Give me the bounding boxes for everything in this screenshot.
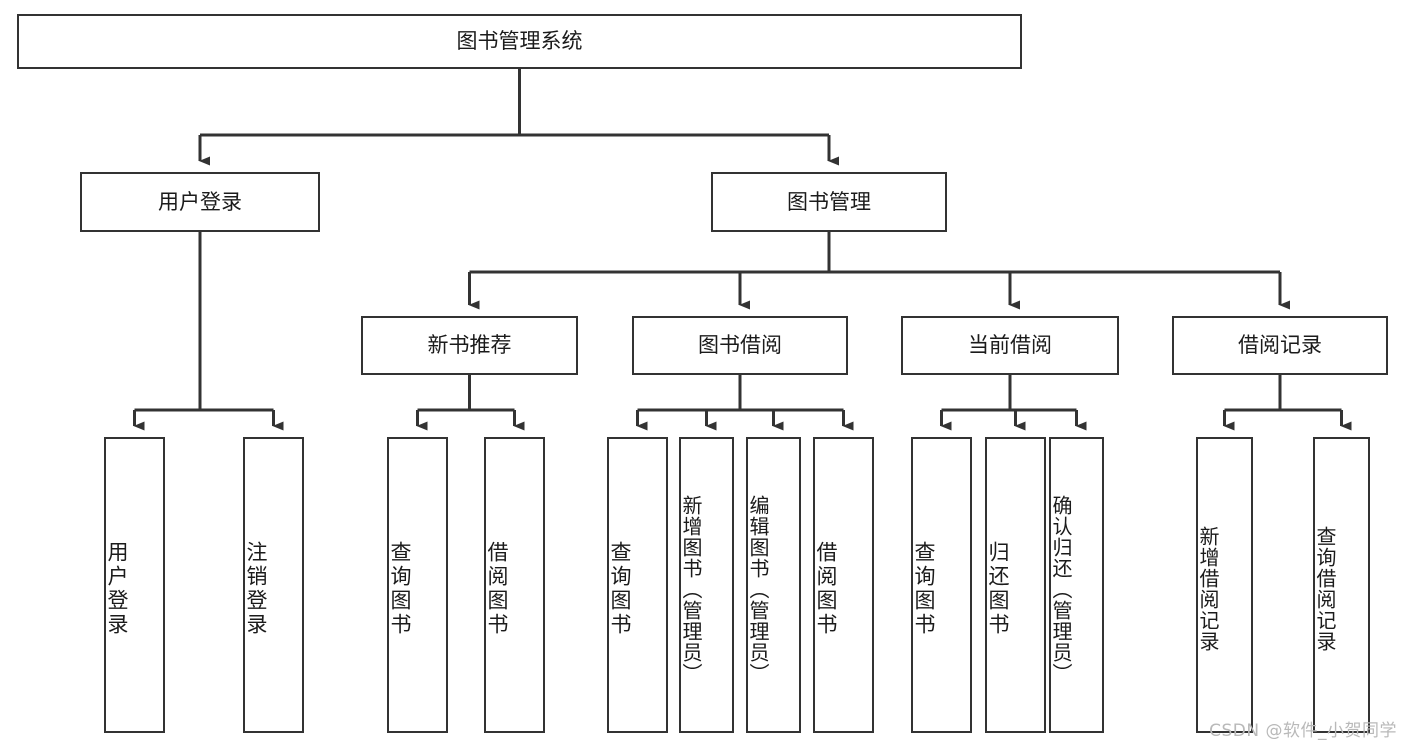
node-leaf-cur-2[interactable]: 归还图书 bbox=[985, 437, 1046, 733]
node-leaf-cur-3[interactable]: 确认归还（管理员） bbox=[1049, 437, 1104, 733]
node-label-bookmgmt: 图书管理 bbox=[787, 189, 871, 214]
node-label-records: 借阅记录 bbox=[1238, 333, 1322, 358]
node-root[interactable]: 图书管理系统 bbox=[17, 14, 1022, 69]
node-label-leaf-cur-3: 确认归还（管理员） bbox=[1049, 494, 1073, 684]
node-label-login: 用户登录 bbox=[158, 189, 242, 214]
node-records[interactable]: 借阅记录 bbox=[1172, 316, 1388, 375]
node-newbook[interactable]: 新书推荐 bbox=[361, 316, 578, 375]
node-bookmgmt[interactable]: 图书管理 bbox=[711, 172, 947, 232]
node-label-leaf-cur-2: 归还图书 bbox=[986, 541, 1010, 637]
node-leaf-borrow-3[interactable]: 编辑图书（管理员） bbox=[746, 437, 801, 733]
node-leaf-login-1[interactable]: 用户登录 bbox=[104, 437, 165, 733]
node-label-leaf-borrow-3: 编辑图书（管理员） bbox=[746, 494, 770, 684]
node-label-root: 图书管理系统 bbox=[456, 29, 583, 54]
node-label-borrow: 图书借阅 bbox=[698, 333, 782, 358]
node-leaf-login-2[interactable]: 注销登录 bbox=[243, 437, 304, 733]
node-label-leaf-new-1: 查询图书 bbox=[388, 541, 412, 637]
node-label-leaf-rec-1: 新增借阅记录 bbox=[1196, 526, 1220, 652]
node-label-leaf-borrow-2: 新增图书（管理员） bbox=[679, 494, 703, 684]
node-leaf-rec-1[interactable]: 新增借阅记录 bbox=[1196, 437, 1253, 733]
node-leaf-rec-2[interactable]: 查询借阅记录 bbox=[1313, 437, 1370, 733]
watermark-text: CSDN @软件_小贺同学 bbox=[1209, 721, 1397, 741]
node-label-leaf-login-2: 注销登录 bbox=[244, 541, 268, 637]
node-borrow[interactable]: 图书借阅 bbox=[632, 316, 848, 375]
node-current[interactable]: 当前借阅 bbox=[901, 316, 1119, 375]
node-leaf-cur-1[interactable]: 查询图书 bbox=[911, 437, 972, 733]
node-label-leaf-login-1: 用户登录 bbox=[105, 541, 129, 637]
node-leaf-borrow-1[interactable]: 查询图书 bbox=[607, 437, 668, 733]
node-label-leaf-rec-2: 查询借阅记录 bbox=[1313, 526, 1337, 652]
node-label-newbook: 新书推荐 bbox=[427, 333, 512, 358]
node-label-leaf-borrow-1: 查询图书 bbox=[608, 541, 632, 637]
node-leaf-new-2[interactable]: 借阅图书 bbox=[484, 437, 545, 733]
node-label-leaf-cur-1: 查询图书 bbox=[912, 541, 936, 637]
node-login[interactable]: 用户登录 bbox=[80, 172, 320, 232]
node-label-leaf-new-2: 借阅图书 bbox=[485, 541, 509, 637]
node-leaf-new-1[interactable]: 查询图书 bbox=[387, 437, 448, 733]
node-label-current: 当前借阅 bbox=[968, 333, 1052, 358]
node-leaf-borrow-4[interactable]: 借阅图书 bbox=[813, 437, 874, 733]
node-label-leaf-borrow-4: 借阅图书 bbox=[814, 541, 838, 637]
node-leaf-borrow-2[interactable]: 新增图书（管理员） bbox=[679, 437, 734, 733]
